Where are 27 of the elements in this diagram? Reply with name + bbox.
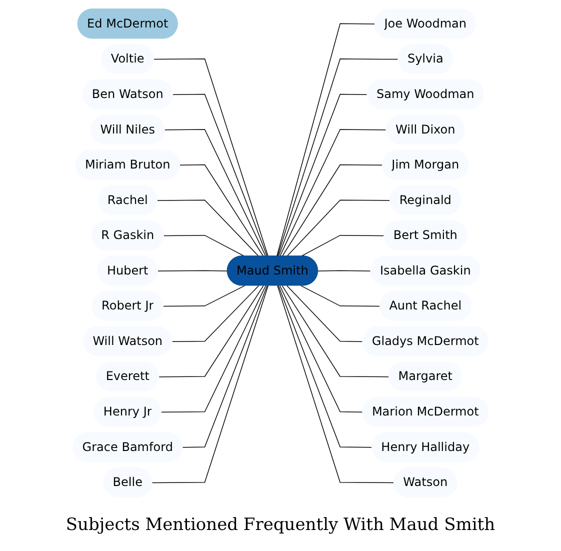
connector bbox=[158, 270, 228, 271]
connector bbox=[162, 284, 246, 306]
connector bbox=[282, 164, 384, 256]
connector bbox=[282, 284, 390, 377]
connector bbox=[154, 58, 268, 256]
connector bbox=[172, 284, 260, 342]
connector bbox=[277, 58, 399, 256]
connector bbox=[278, 93, 368, 256]
connector bbox=[277, 284, 395, 483]
connector bbox=[164, 128, 266, 256]
connector bbox=[158, 284, 264, 377]
connector bbox=[276, 22, 376, 256]
diagram-title: Subjects Mentioned Frequently With Maud Smith bbox=[64, 515, 496, 535]
connector bbox=[300, 284, 381, 306]
connector bbox=[279, 284, 364, 412]
connector bbox=[152, 284, 268, 483]
connector bbox=[318, 270, 372, 271]
connector bbox=[172, 93, 268, 256]
connector bbox=[286, 284, 364, 342]
connector bbox=[161, 284, 266, 412]
connector bbox=[300, 234, 385, 256]
connector bbox=[157, 199, 260, 256]
connector bbox=[182, 284, 268, 448]
connector bbox=[180, 164, 264, 256]
connector bbox=[278, 284, 373, 448]
connector bbox=[286, 199, 391, 256]
connector bbox=[279, 128, 387, 256]
